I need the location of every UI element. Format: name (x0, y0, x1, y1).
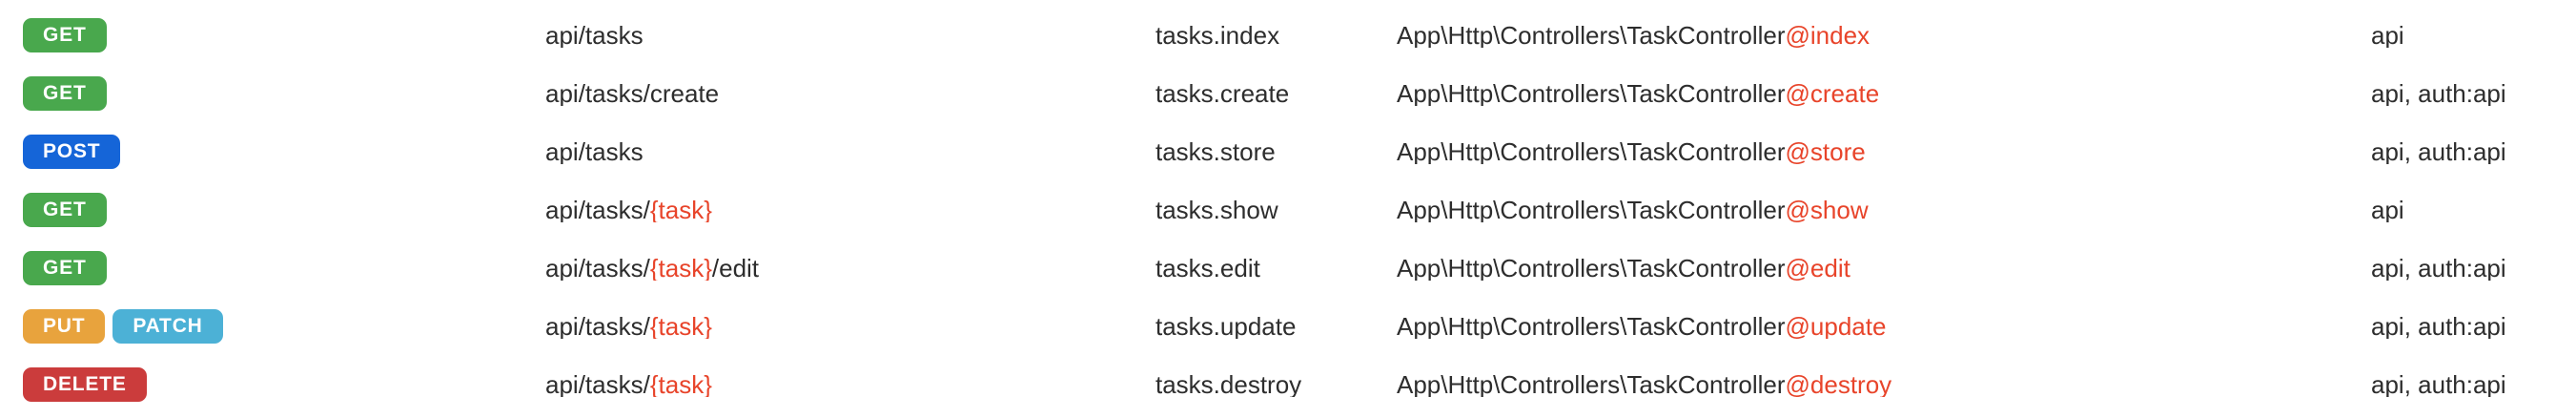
action-method: @index (1785, 22, 1871, 48)
route-name: tasks.store (1155, 138, 1276, 164)
action-method: @destroy (1785, 371, 1892, 397)
action-class: App\Http\Controllers\TaskController (1397, 255, 1786, 281)
route-name: tasks.show (1155, 197, 1278, 222)
action-method: @show (1785, 197, 1869, 222)
method-badge-get: GET (23, 250, 107, 285)
route-row: GET api/tasks/create tasks.create App\Ht… (0, 64, 2576, 122)
action-class: App\Http\Controllers\TaskController (1397, 138, 1786, 164)
name-cell: tasks.create (1155, 81, 1397, 106)
action-method: @edit (1785, 255, 1850, 281)
method-badge-post: POST (23, 134, 121, 169)
uri-segment: api/tasks (545, 22, 644, 48)
action-cell: App\Http\Controllers\TaskController@inde… (1397, 23, 2371, 48)
middleware-label: api, auth:api (2371, 255, 2506, 281)
action-cell: App\Http\Controllers\TaskController@upda… (1397, 314, 2371, 339)
route-row: DELETE api/tasks/{task} tasks.destroy Ap… (0, 355, 2576, 413)
name-cell: tasks.show (1155, 198, 1397, 222)
middleware-label: api, auth:api (2371, 313, 2506, 339)
method-cell: DELETE (0, 366, 545, 402)
method-badge-get: GET (23, 75, 107, 111)
route-row: GET api/tasks tasks.index App\Http\Contr… (0, 6, 2576, 64)
name-cell: tasks.edit (1155, 256, 1397, 281)
name-cell: tasks.destroy (1155, 372, 1397, 397)
method-cell: POST (0, 134, 545, 169)
routes-table-body: GET api/tasks tasks.index App\Http\Contr… (0, 6, 2576, 413)
uri-segment: api/tasks/ (545, 255, 650, 281)
name-cell: tasks.index (1155, 23, 1397, 48)
middleware-cell: api, auth:api (2371, 372, 2576, 397)
route-name: tasks.create (1155, 80, 1290, 106)
action-cell: App\Http\Controllers\TaskController@edit (1397, 256, 2371, 281)
action-cell: App\Http\Controllers\TaskController@stor… (1397, 139, 2371, 164)
uri-cell: api/tasks/{task} (545, 314, 1155, 339)
uri-param: {task} (649, 255, 712, 281)
uri-cell: api/tasks/{task} (545, 198, 1155, 222)
route-row: POST api/tasks tasks.store App\Http\Cont… (0, 122, 2576, 180)
middleware-label: api, auth:api (2371, 138, 2506, 164)
uri-segment: api/tasks/create (545, 80, 720, 106)
action-class: App\Http\Controllers\TaskController (1397, 371, 1786, 397)
method-cell: GET (0, 192, 545, 227)
method-badge-get: GET (23, 17, 107, 52)
uri-segment: api/tasks/ (545, 197, 650, 222)
action-class: App\Http\Controllers\TaskController (1397, 80, 1786, 106)
method-badge-get: GET (23, 192, 107, 227)
middleware-cell: api, auth:api (2371, 314, 2576, 339)
uri-cell: api/tasks/{task} (545, 372, 1155, 397)
method-badge-put: PUT (23, 308, 106, 344)
middleware-cell: api, auth:api (2371, 139, 2576, 164)
action-class: App\Http\Controllers\TaskController (1397, 197, 1786, 222)
uri-segment: api/tasks/ (545, 371, 650, 397)
method-cell: GET (0, 17, 545, 52)
route-name: tasks.edit (1155, 255, 1260, 281)
middleware-cell: api, auth:api (2371, 81, 2576, 106)
action-cell: App\Http\Controllers\TaskController@crea… (1397, 81, 2371, 106)
middleware-label: api, auth:api (2371, 80, 2506, 106)
action-method: @create (1785, 80, 1880, 106)
action-cell: App\Http\Controllers\TaskController@dest… (1397, 372, 2371, 397)
route-name: tasks.index (1155, 22, 1280, 48)
method-badge-delete: DELETE (23, 366, 147, 402)
uri-segment: api/tasks (545, 138, 644, 164)
route-row: GET api/tasks/{task} tasks.show App\Http… (0, 180, 2576, 239)
middleware-cell: api, auth:api (2371, 256, 2576, 281)
route-row: GET api/tasks/{task}/edit tasks.edit App… (0, 239, 2576, 297)
uri-param: {task} (649, 313, 712, 339)
name-cell: tasks.update (1155, 314, 1397, 339)
action-method: @store (1785, 138, 1866, 164)
middleware-label: api, auth:api (2371, 371, 2506, 397)
action-method: @update (1785, 313, 1887, 339)
method-cell: GET (0, 75, 545, 111)
uri-segment: api/tasks/ (545, 313, 650, 339)
action-class: App\Http\Controllers\TaskController (1397, 22, 1786, 48)
name-cell: tasks.store (1155, 139, 1397, 164)
middleware-cell: api (2371, 198, 2576, 222)
middleware-label: api (2371, 197, 2404, 222)
method-cell: GET (0, 250, 545, 285)
uri-param: {task} (649, 197, 712, 222)
uri-cell: api/tasks/{task}/edit (545, 256, 1155, 281)
middleware-label: api (2371, 22, 2404, 48)
uri-cell: api/tasks (545, 139, 1155, 164)
uri-param: {task} (649, 371, 712, 397)
route-name: tasks.destroy (1155, 371, 1302, 397)
middleware-cell: api (2371, 23, 2576, 48)
action-class: App\Http\Controllers\TaskController (1397, 313, 1786, 339)
route-name: tasks.update (1155, 313, 1297, 339)
uri-cell: api/tasks/create (545, 81, 1155, 106)
method-badge-patch: PATCH (112, 308, 223, 344)
uri-cell: api/tasks (545, 23, 1155, 48)
uri-segment: /edit (711, 255, 760, 281)
action-cell: App\Http\Controllers\TaskController@show (1397, 198, 2371, 222)
